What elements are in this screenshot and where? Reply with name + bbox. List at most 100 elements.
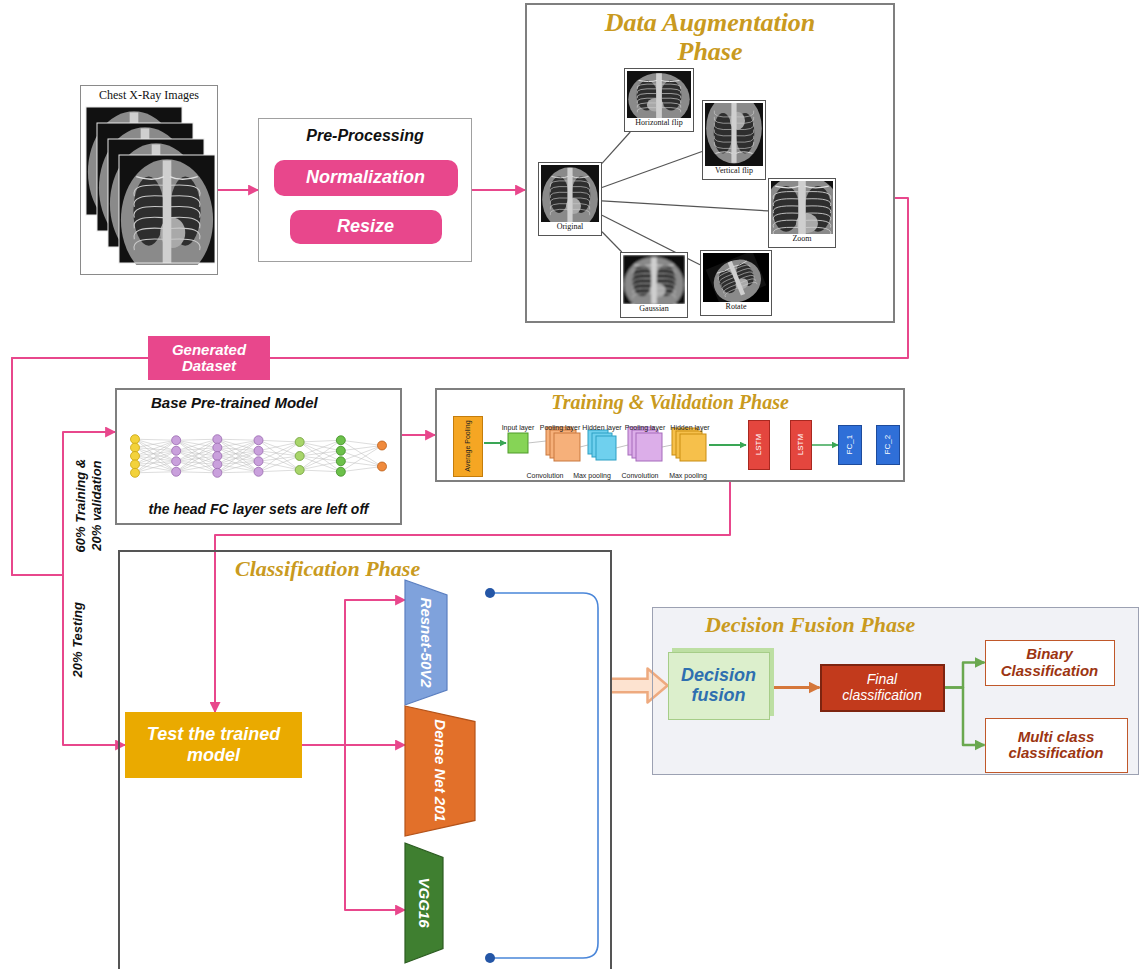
xray-clavicle <box>717 268 731 274</box>
network-link <box>217 451 258 456</box>
xray-rib <box>637 93 656 98</box>
network-link <box>300 456 341 472</box>
xray-rib <box>633 293 652 298</box>
network-link <box>135 439 176 440</box>
xray-rib <box>662 98 681 103</box>
xray-rib <box>662 103 681 108</box>
xray-rib <box>550 204 568 210</box>
xray-rib <box>736 111 754 117</box>
edge-label: 20% Testing <box>70 590 86 690</box>
network-neuron <box>172 446 181 455</box>
network-neuron <box>336 446 345 455</box>
xray-rib <box>572 204 590 210</box>
network-link <box>135 461 176 473</box>
layer-box: FC_1 <box>838 425 862 465</box>
model-block: VGG16 <box>405 843 443 963</box>
network-link <box>135 448 176 462</box>
box-title: Pre-Processing <box>263 127 467 145</box>
xray-lung <box>773 186 800 232</box>
xray-rib <box>550 198 568 204</box>
xray-rib <box>170 239 199 250</box>
xray-lung <box>632 265 652 296</box>
connector <box>302 745 405 910</box>
connector <box>945 688 985 746</box>
xray-image <box>705 103 763 166</box>
layer-caption: Max pooling <box>669 472 707 479</box>
image-thumbnail: Gaussian <box>620 252 688 318</box>
image-caption: Original <box>541 222 599 232</box>
network-link <box>341 440 382 445</box>
xray-image <box>627 71 691 118</box>
layer-box: LSTM <box>790 420 812 470</box>
g-part <box>771 181 833 234</box>
layer-caption: Pooling layer <box>540 424 580 431</box>
arrow-shaft <box>612 678 650 694</box>
rect-part <box>596 436 616 460</box>
network-neuron <box>172 467 181 476</box>
xray-stack <box>84 105 215 265</box>
line-part <box>616 445 628 448</box>
circle-part <box>485 588 495 598</box>
connector <box>770 687 820 688</box>
box-title: Base Pre-trained Model <box>125 394 392 411</box>
network-link <box>135 451 176 465</box>
xray-rib <box>714 129 732 135</box>
xray-rib <box>714 117 732 123</box>
network-neuron <box>213 460 222 469</box>
layer-box: FC_2 <box>876 425 900 465</box>
xray-clavicle <box>715 152 732 154</box>
xray-rib <box>773 206 798 213</box>
connector <box>602 132 630 163</box>
image-caption: Vertical flip <box>705 166 763 176</box>
xray-image <box>541 165 599 222</box>
model-block: Resnet-50V2 <box>405 580 447 705</box>
edge-label-holder: 60% Training & 20% validation <box>72 448 103 563</box>
xray-rib <box>637 89 656 94</box>
xray-rib <box>773 220 798 227</box>
node-label: Resnet-50V2 <box>417 597 434 687</box>
xray-rib <box>572 198 590 204</box>
network-neuron <box>254 436 263 445</box>
network-neuron <box>254 467 263 476</box>
network-link <box>176 464 217 471</box>
xray-rib <box>133 196 162 207</box>
xray-rib <box>805 192 830 199</box>
network-link <box>135 440 176 464</box>
network-link <box>300 442 341 472</box>
network-link <box>341 446 382 472</box>
xray-rib <box>637 108 656 113</box>
fusion-box: Decision fusion <box>668 652 770 720</box>
network-neuron <box>131 452 140 461</box>
layer-caption: Pooling layer <box>625 424 665 431</box>
rect-part <box>636 433 662 461</box>
network-link <box>259 470 300 472</box>
network-link <box>135 440 176 473</box>
trapezoid-shape <box>405 706 475 836</box>
xray-rib <box>662 84 681 89</box>
xray-rib <box>572 192 590 198</box>
xray-rib <box>170 217 199 228</box>
connector-line <box>770 686 820 689</box>
g-part <box>771 181 833 234</box>
xray-rib <box>633 278 652 283</box>
node-label: Dense Net 201 <box>431 720 448 823</box>
xray-rib <box>773 192 798 199</box>
xray-image <box>703 253 769 302</box>
node-label: VGG16 <box>415 878 432 928</box>
connector <box>602 201 768 211</box>
network-link <box>176 451 217 473</box>
arrow-shaft <box>612 680 651 691</box>
xray-frame <box>119 155 215 263</box>
edge-label: 60% Training & 20% validation <box>72 448 103 563</box>
node-label: Normalization <box>306 167 425 188</box>
xray-rib <box>805 213 830 220</box>
xray-clavicle <box>136 176 164 179</box>
g-part <box>541 165 599 222</box>
xray-rib <box>773 227 798 234</box>
network-link <box>217 440 258 456</box>
xray-rib <box>170 185 199 196</box>
phase-title: Data Augmentation Phase <box>570 9 850 66</box>
network-link <box>217 440 258 464</box>
xray-torso <box>771 181 833 234</box>
xray-torso <box>624 257 684 304</box>
